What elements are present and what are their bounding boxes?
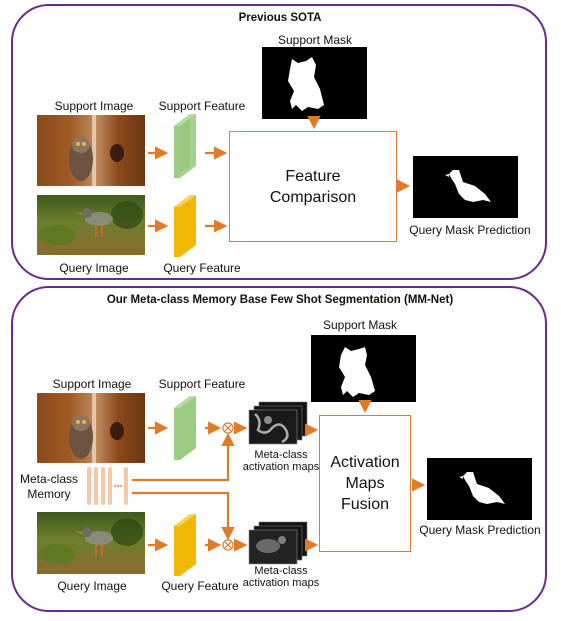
owl-silhouette-icon <box>288 57 324 111</box>
top-query-image <box>37 195 145 255</box>
top-query-image-label: Query Image <box>59 261 129 275</box>
bottom-support-mask-image <box>311 335 416 402</box>
bottom-query-feature-label: Query Feature <box>161 579 239 593</box>
bottom-support-feature-label: Support Feature <box>158 377 246 391</box>
top-query-mask-prediction-label: Query Mask Prediction <box>409 223 531 237</box>
bird-photo-icon <box>39 201 143 245</box>
meta-class-memory-label: Meta-class Memory <box>14 472 84 502</box>
bottom-query-image <box>37 512 145 574</box>
memory-line2: Memory <box>27 487 71 501</box>
owl-silhouette-icon <box>339 347 375 397</box>
bottom-support-image-label: Support Image <box>52 377 132 391</box>
bird-silhouette-icon <box>445 170 491 202</box>
fusion-line2: Maps <box>345 475 385 492</box>
bottom-query-mask-prediction-image <box>427 458 532 520</box>
activation-maps-top-label: Meta-class activation maps <box>236 449 326 473</box>
top-support-mask-image <box>262 47 367 119</box>
mm-net-panel <box>11 286 547 612</box>
feature-comparison-line1: Feature <box>285 167 341 185</box>
feature-comparison-line2: Comparison <box>269 188 357 206</box>
bottom-support-mask-label: Support Mask <box>322 318 398 332</box>
previous-sota-panel <box>11 4 547 280</box>
owl-photo-icon <box>69 115 124 186</box>
activation-maps-bottom-label: Meta-class activation maps <box>236 565 326 589</box>
top-query-mask-prediction-image <box>413 156 518 218</box>
owl-photo-icon <box>69 393 124 463</box>
fusion-line3: Fusion <box>340 496 390 513</box>
top-support-image-label: Support Image <box>54 99 134 113</box>
activation-maps-bottom-line2: activation maps <box>242 577 320 589</box>
mm-net-title: Our Meta-class Memory Base Few Shot Segm… <box>106 294 454 306</box>
bird-photo-icon <box>39 518 143 564</box>
bottom-support-image <box>37 393 145 463</box>
activation-maps-bottom-line1: Meta-class <box>254 565 308 577</box>
fusion-line1: Activation <box>330 454 400 471</box>
top-support-feature-label: Support Feature <box>158 99 246 113</box>
activation-maps-top-line1: Meta-class <box>254 449 308 461</box>
top-support-mask-label: Support Mask <box>277 33 353 47</box>
bottom-query-mask-prediction-label: Query Mask Prediction <box>419 523 541 537</box>
top-support-image <box>37 115 145 186</box>
previous-sota-title: Previous SOTA <box>238 12 322 24</box>
bottom-query-image-label: Query Image <box>57 579 127 593</box>
top-query-feature-label: Query Feature <box>163 261 241 275</box>
activation-maps-top-line2: activation maps <box>242 461 320 473</box>
memory-line1: Meta-class <box>19 472 78 486</box>
bird-silhouette-icon <box>459 472 505 504</box>
